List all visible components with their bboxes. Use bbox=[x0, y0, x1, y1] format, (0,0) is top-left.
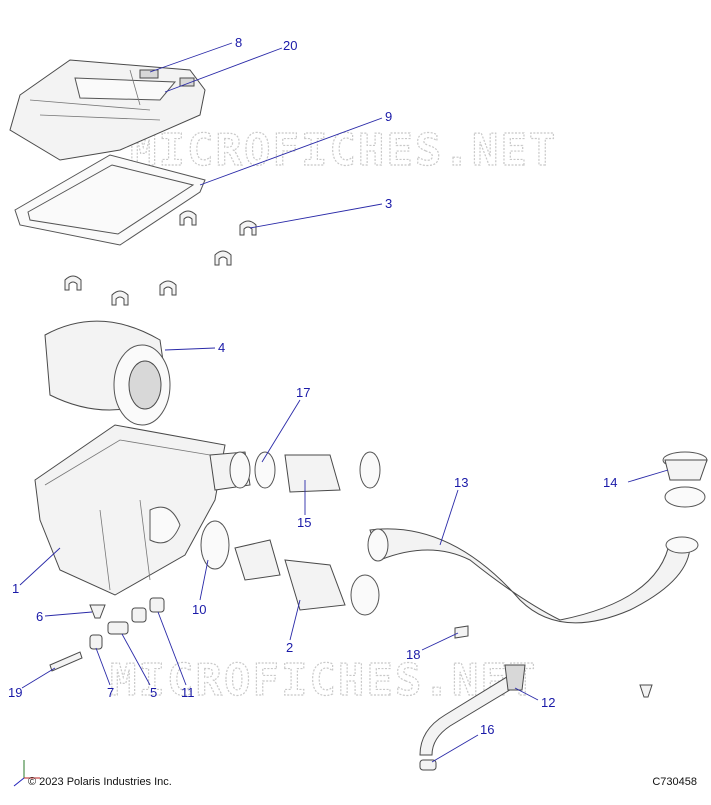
airbox-cover bbox=[9, 59, 206, 161]
callout-7: 7 bbox=[107, 685, 114, 700]
axis-triad-icon bbox=[13, 760, 40, 787]
callout-10: 10 bbox=[192, 602, 206, 617]
callout-4: 4 bbox=[218, 340, 225, 355]
callout-11: 11 bbox=[181, 685, 195, 700]
airbox-base bbox=[34, 424, 251, 596]
air-filter bbox=[44, 320, 171, 426]
callout-8: 8 bbox=[235, 35, 242, 50]
gasket bbox=[14, 154, 206, 246]
callout-6: 6 bbox=[36, 609, 43, 624]
callout-20: 20 bbox=[283, 38, 297, 53]
drain-tube bbox=[419, 664, 653, 771]
callout-2: 2 bbox=[286, 640, 293, 655]
watermark-top: MICROFICHES.NET bbox=[130, 125, 557, 176]
callout-9: 9 bbox=[385, 109, 392, 124]
callout-14: 14 bbox=[603, 475, 617, 490]
callout-12: 12 bbox=[541, 695, 555, 710]
callout-15: 15 bbox=[297, 515, 311, 530]
callout-16: 16 bbox=[480, 722, 494, 737]
callout-13: 13 bbox=[454, 475, 468, 490]
figure-id: C730458 bbox=[652, 776, 697, 788]
clips bbox=[64, 210, 257, 306]
hardware bbox=[49, 597, 469, 672]
callout-18: 18 bbox=[406, 647, 420, 662]
leader-lines bbox=[19, 42, 669, 763]
copyright-text: © 2023 Polaris Industries Inc. bbox=[28, 776, 172, 788]
watermark-bottom: MICROFICHES.NET bbox=[110, 655, 537, 706]
intake-tube bbox=[367, 528, 699, 624]
callout-1: 1 bbox=[12, 581, 19, 596]
clamps-couplers bbox=[200, 451, 381, 616]
callout-3: 3 bbox=[385, 196, 392, 211]
callout-19: 19 bbox=[8, 685, 22, 700]
bell-mouth bbox=[662, 451, 708, 508]
callout-5: 5 bbox=[150, 685, 157, 700]
callouts: 8 20 9 3 4 17 13 14 15 1 10 6 2 18 19 7 … bbox=[8, 35, 617, 737]
callout-17: 17 bbox=[296, 385, 310, 400]
